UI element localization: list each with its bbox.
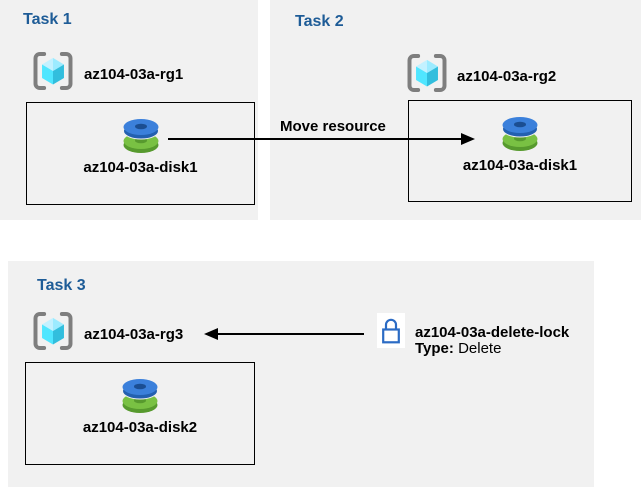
disk-icon xyxy=(122,118,159,154)
move-resource-arrowhead-icon xyxy=(461,133,475,145)
task2-title: Task 2 xyxy=(295,13,344,30)
delete-lock-text: az104-03a-delete-lock Type: Delete xyxy=(415,324,569,357)
disk2-box-rg3: az104-03a-disk2 xyxy=(25,362,255,465)
resource-group-icon xyxy=(33,311,73,351)
task3-panel: Task 3 az104-03a-rg3 az104-03a-delete-lo… xyxy=(8,261,594,487)
lock-icon-background xyxy=(377,313,405,348)
resource-group-icon xyxy=(33,51,73,91)
delete-lock-type: Type: Delete xyxy=(415,341,569,357)
task3-title: Task 3 xyxy=(37,277,86,294)
delete-lock-type-label: Type: xyxy=(415,340,454,357)
task1-title: Task 1 xyxy=(23,11,72,28)
resource-group-rg1-label: az104-03a-rg1 xyxy=(84,66,184,83)
disk1-box-rg2: az104-03a-disk1 xyxy=(408,100,632,202)
resource-group-icon xyxy=(407,53,447,93)
disk-icon xyxy=(502,116,538,152)
disk1-box-rg1: az104-03a-disk1 xyxy=(26,102,255,205)
disk2-label-rg3: az104-03a-disk2 xyxy=(82,419,198,436)
disk1-label-rg1: az104-03a-disk1 xyxy=(83,159,198,176)
task2-panel: Task 2 az104-03a-rg2 az104-03a-disk1 xyxy=(270,0,641,220)
disk1-label-rg2: az104-03a-disk1 xyxy=(462,157,578,174)
move-resource-arrow-line xyxy=(168,138,462,140)
delete-lock-name: az104-03a-delete-lock xyxy=(415,324,570,341)
task1-panel: Task 1 az104-03a-rg1 az104-03a-disk1 xyxy=(0,0,258,220)
lock-icon xyxy=(382,318,400,343)
delete-lock-arrow-line xyxy=(216,333,364,335)
delete-lock-arrowhead-icon xyxy=(204,328,218,340)
move-resource-label: Move resource xyxy=(280,118,386,135)
resource-group-rg3-label: az104-03a-rg3 xyxy=(84,326,184,343)
disk-icon xyxy=(122,378,158,414)
resource-group-rg2-label: az104-03a-rg2 xyxy=(457,68,557,85)
delete-lock-type-value: Delete xyxy=(458,340,502,357)
